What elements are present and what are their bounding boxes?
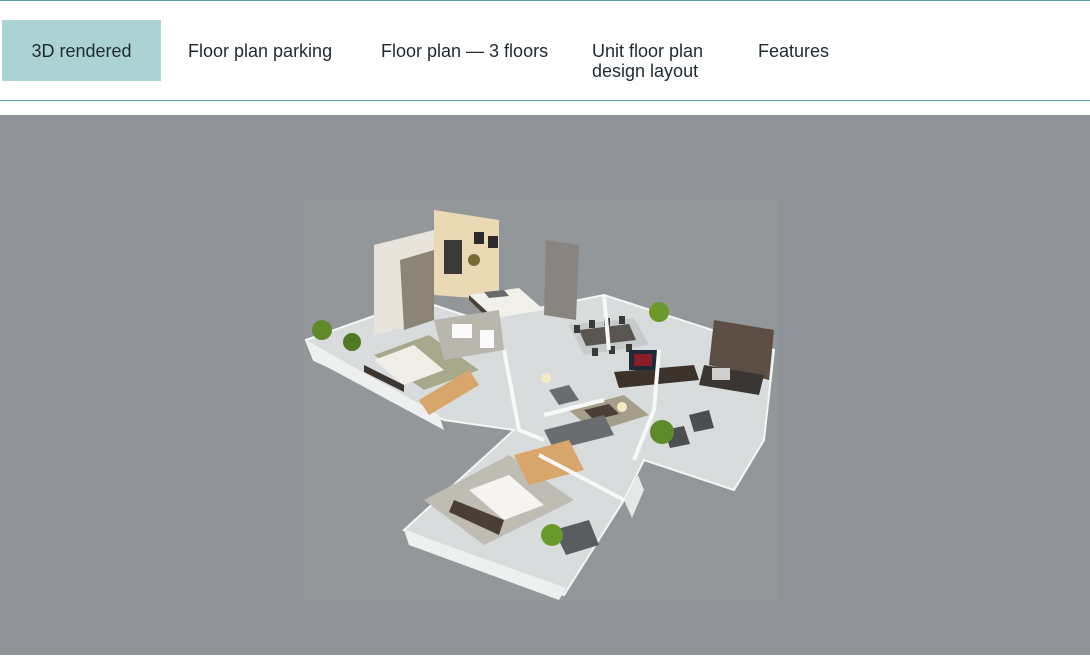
bed-frame (449, 500, 504, 535)
coffee-table (584, 404, 619, 420)
image-stage (0, 115, 1090, 655)
bed-frame (364, 365, 404, 392)
top-divider (0, 0, 1090, 1)
lamps (541, 373, 627, 412)
sofa (544, 415, 614, 450)
wall (404, 530, 566, 600)
bed (469, 475, 544, 520)
bottom-divider (0, 100, 1090, 101)
partition-walls (502, 294, 661, 502)
picture-frame (488, 236, 498, 248)
picture-frame (474, 232, 484, 244)
tab-label: 3D rendered (31, 40, 132, 61)
armchair (549, 385, 579, 405)
tab-bar: 3D rendered Floor plan parking Floor pla… (0, 20, 1090, 81)
wall (434, 210, 499, 300)
lounge-chair (554, 520, 599, 555)
tab-label-line2: design layout (592, 61, 699, 81)
armchair (689, 410, 714, 432)
tv-screen (634, 354, 652, 366)
tab-label: Features (758, 41, 830, 61)
floor-slab (304, 293, 776, 597)
wall-panel (400, 250, 434, 330)
oven (712, 368, 730, 380)
tab-features[interactable]: Features (758, 20, 829, 81)
tab-label-line1: Unit floor plan (592, 41, 704, 61)
wall (624, 475, 644, 518)
toilet (480, 330, 494, 348)
floor-plan-render (304, 210, 776, 600)
floor-plan-image (304, 200, 777, 600)
tab-label: Floor plan parking (188, 41, 333, 61)
bed-throw (484, 290, 509, 298)
tab-unit-floor-plan-design-layout[interactable]: Unit floor plan design layout (592, 20, 722, 81)
tab-floor-plan-parking[interactable]: Floor plan parking (188, 20, 332, 81)
tab-3d-rendered[interactable]: 3D rendered (2, 20, 161, 81)
wall-panel (544, 240, 579, 320)
wardrobe (419, 370, 479, 415)
tab-label: Floor plan — 3 floors (381, 41, 549, 61)
kitchen-wall (709, 320, 774, 380)
sink (452, 324, 472, 338)
bed (374, 345, 444, 385)
wall (306, 340, 444, 430)
window (444, 240, 462, 274)
tab-floor-plan-3-floors[interactable]: Floor plan — 3 floors (381, 20, 548, 81)
plants (312, 254, 674, 546)
